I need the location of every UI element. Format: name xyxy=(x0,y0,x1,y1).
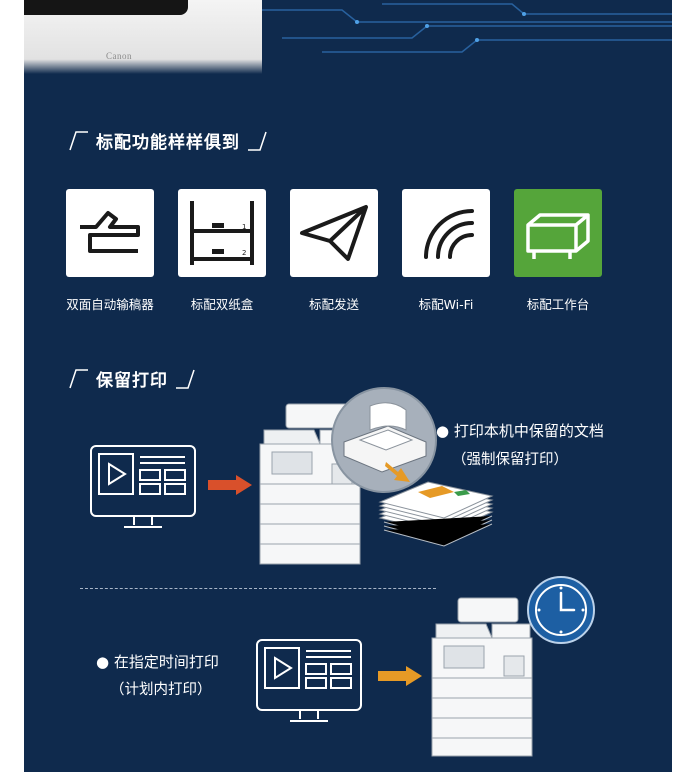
bullet-dot-icon: ● xyxy=(96,653,110,671)
stored-print-text: 打印本机中保留的文档 xyxy=(453,422,604,440)
printed-paper-stack-image xyxy=(378,481,494,547)
cabinet-tile xyxy=(514,189,602,277)
wifi-icon xyxy=(424,209,474,259)
clock-icon xyxy=(527,576,595,644)
bullet-dot-icon: ● xyxy=(436,422,450,440)
section2-title-text: 保留打印 xyxy=(96,371,168,391)
section1-title-text: 标配功能样样俱到 xyxy=(96,133,240,153)
feature-label-cassette: 标配双纸盒 xyxy=(190,297,254,312)
arrow-right-icon xyxy=(208,475,252,495)
title-bracket-right-icon xyxy=(248,131,267,151)
feature-label-send: 标配发送 xyxy=(308,297,359,312)
arrow-right-icon xyxy=(378,666,422,686)
bullet-item-stored-print: ● 打印本机中保留的文档 xyxy=(436,420,604,441)
arrow-down-icon xyxy=(385,462,410,482)
title-bracket-right-icon xyxy=(176,369,195,389)
feature-label-feeder: 双面自动输稿器 xyxy=(66,297,154,312)
feature-label-wifi: 标配Wi-Fi xyxy=(418,297,474,312)
main-panel: Canon 标配功能样样俱到 1 xyxy=(24,0,672,772)
circuit-lines-decoration xyxy=(262,3,672,53)
document-feeder-tile xyxy=(66,189,154,277)
dotted-divider xyxy=(80,588,436,589)
send-paper-plane-icon xyxy=(300,205,368,261)
section2-title: 保留打印 xyxy=(68,366,196,391)
output-tray-zoom-image xyxy=(331,387,437,493)
monitor-icon xyxy=(256,639,362,722)
printer-top-image: Canon xyxy=(24,0,262,74)
stored-print-subtext: （强制保留打印） xyxy=(452,452,568,468)
feature-label-cabinet: 标配工作台 xyxy=(526,297,590,312)
title-bracket-left-icon xyxy=(69,368,88,388)
document-feeder-icon xyxy=(80,211,140,253)
paper-cassette-tile: 1 2 xyxy=(178,189,266,277)
send-tile xyxy=(290,189,378,277)
svg-text:2: 2 xyxy=(242,249,246,257)
paper-cassette-icon: 1 2 xyxy=(190,201,254,265)
printer-output-slot xyxy=(24,0,188,15)
scheduled-print-subtext: （计划内打印） xyxy=(110,682,212,698)
monitor-icon xyxy=(90,445,196,528)
svg-text:1: 1 xyxy=(242,223,246,231)
printer-brand-logo: Canon xyxy=(106,51,132,61)
multifunction-printer-image xyxy=(431,597,533,757)
wifi-tile xyxy=(402,189,490,277)
title-bracket-left-icon xyxy=(69,130,88,150)
scheduled-print-text: 在指定时间打印 xyxy=(113,653,219,671)
section1-title: 标配功能样样俱到 xyxy=(68,128,268,153)
bullet-item-scheduled-print: ● 在指定时间打印 xyxy=(96,651,219,672)
cabinet-stand-icon xyxy=(526,213,590,259)
